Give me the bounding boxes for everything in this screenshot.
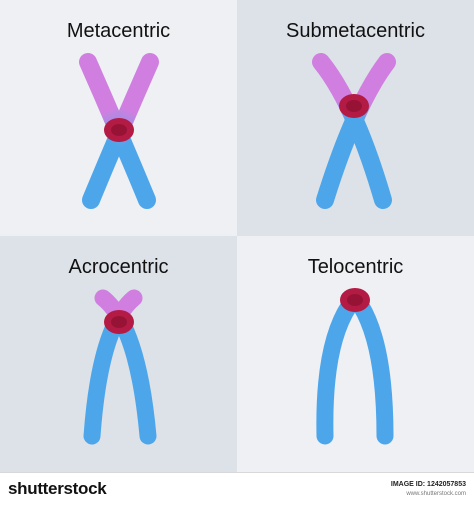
chromosome-metacentric — [79, 53, 159, 209]
panel-title-metacentric: Metacentric — [66, 20, 171, 42]
centromere-core — [346, 100, 362, 112]
centromere-core — [111, 316, 127, 328]
panel-title-telocentric: Telocentric — [307, 256, 404, 278]
panel-metacentric: Metacentric — [0, 0, 237, 236]
chromosome-telocentric — [316, 288, 394, 445]
chromosome-acrocentric — [83, 289, 157, 445]
panel-telocentric: Telocentric — [237, 236, 474, 472]
centromere-core — [111, 124, 127, 136]
panel-submetacentric: Submetacentric — [237, 0, 474, 236]
brand-logo: shutterstock — [8, 479, 107, 498]
chromatid-left — [94, 289, 157, 445]
footer-bar: shutterstock IMAGE ID: 1242057853 www.sh… — [0, 472, 474, 505]
image-id-label: IMAGE ID: 1242057853 — [390, 481, 466, 488]
panel-acrocentric: Acrocentric — [0, 236, 237, 472]
panel-title-submetacentric: Submetacentric — [286, 20, 425, 42]
centromere-core — [347, 294, 363, 306]
chromatid-right — [352, 297, 394, 445]
image-site-label: www.shutterstock.com — [406, 491, 466, 497]
panel-title-acrocentric: Acrocentric — [68, 256, 169, 278]
chromosome-submetacentric — [312, 53, 396, 209]
chromatid-right — [83, 289, 143, 445]
chromatid-left — [316, 297, 358, 445]
